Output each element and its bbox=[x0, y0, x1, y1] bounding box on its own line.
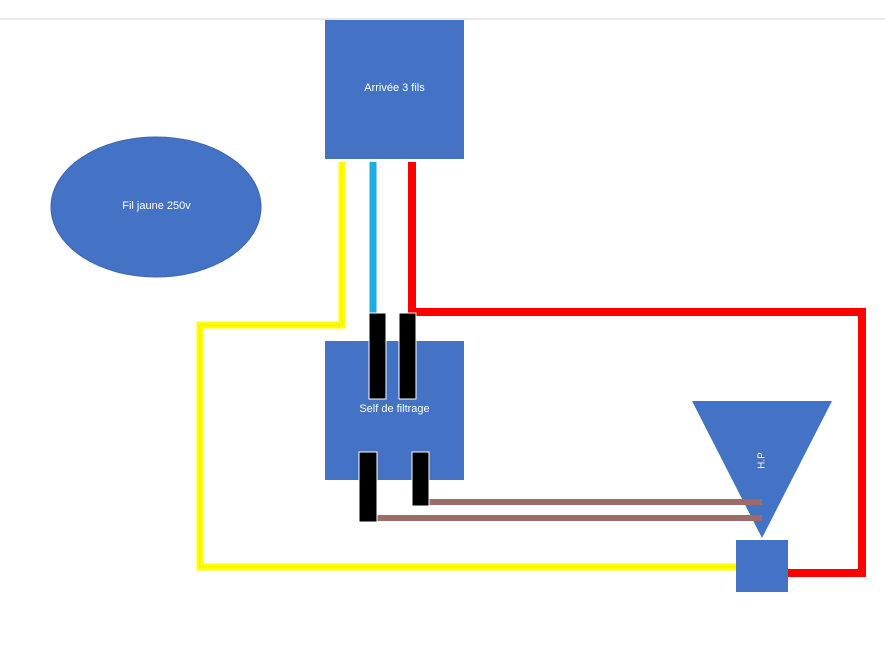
yellow-wire-edge bbox=[199, 162, 736, 568]
self-filtrage-label: Self de filtrage bbox=[359, 403, 430, 415]
fil-jaune-ellipse[interactable] bbox=[50, 136, 262, 278]
fil-jaune-label: Fil jaune 250v bbox=[122, 200, 191, 212]
yellow-wire bbox=[196, 162, 736, 571]
connector-bottom-left bbox=[358, 451, 378, 523]
hp-box[interactable] bbox=[736, 540, 788, 592]
connector-top-left bbox=[368, 312, 387, 400]
red-wire bbox=[408, 162, 866, 577]
connector-top-right bbox=[398, 312, 417, 400]
connector-bottom-right bbox=[411, 451, 430, 507]
hp-triangle[interactable] bbox=[692, 401, 832, 538]
arrivee-label: Arrivée 3 fils bbox=[364, 82, 425, 94]
hp-label: H.P bbox=[756, 452, 768, 469]
arrivee-box[interactable] bbox=[325, 20, 464, 159]
self-filtrage-box[interactable] bbox=[325, 341, 464, 480]
